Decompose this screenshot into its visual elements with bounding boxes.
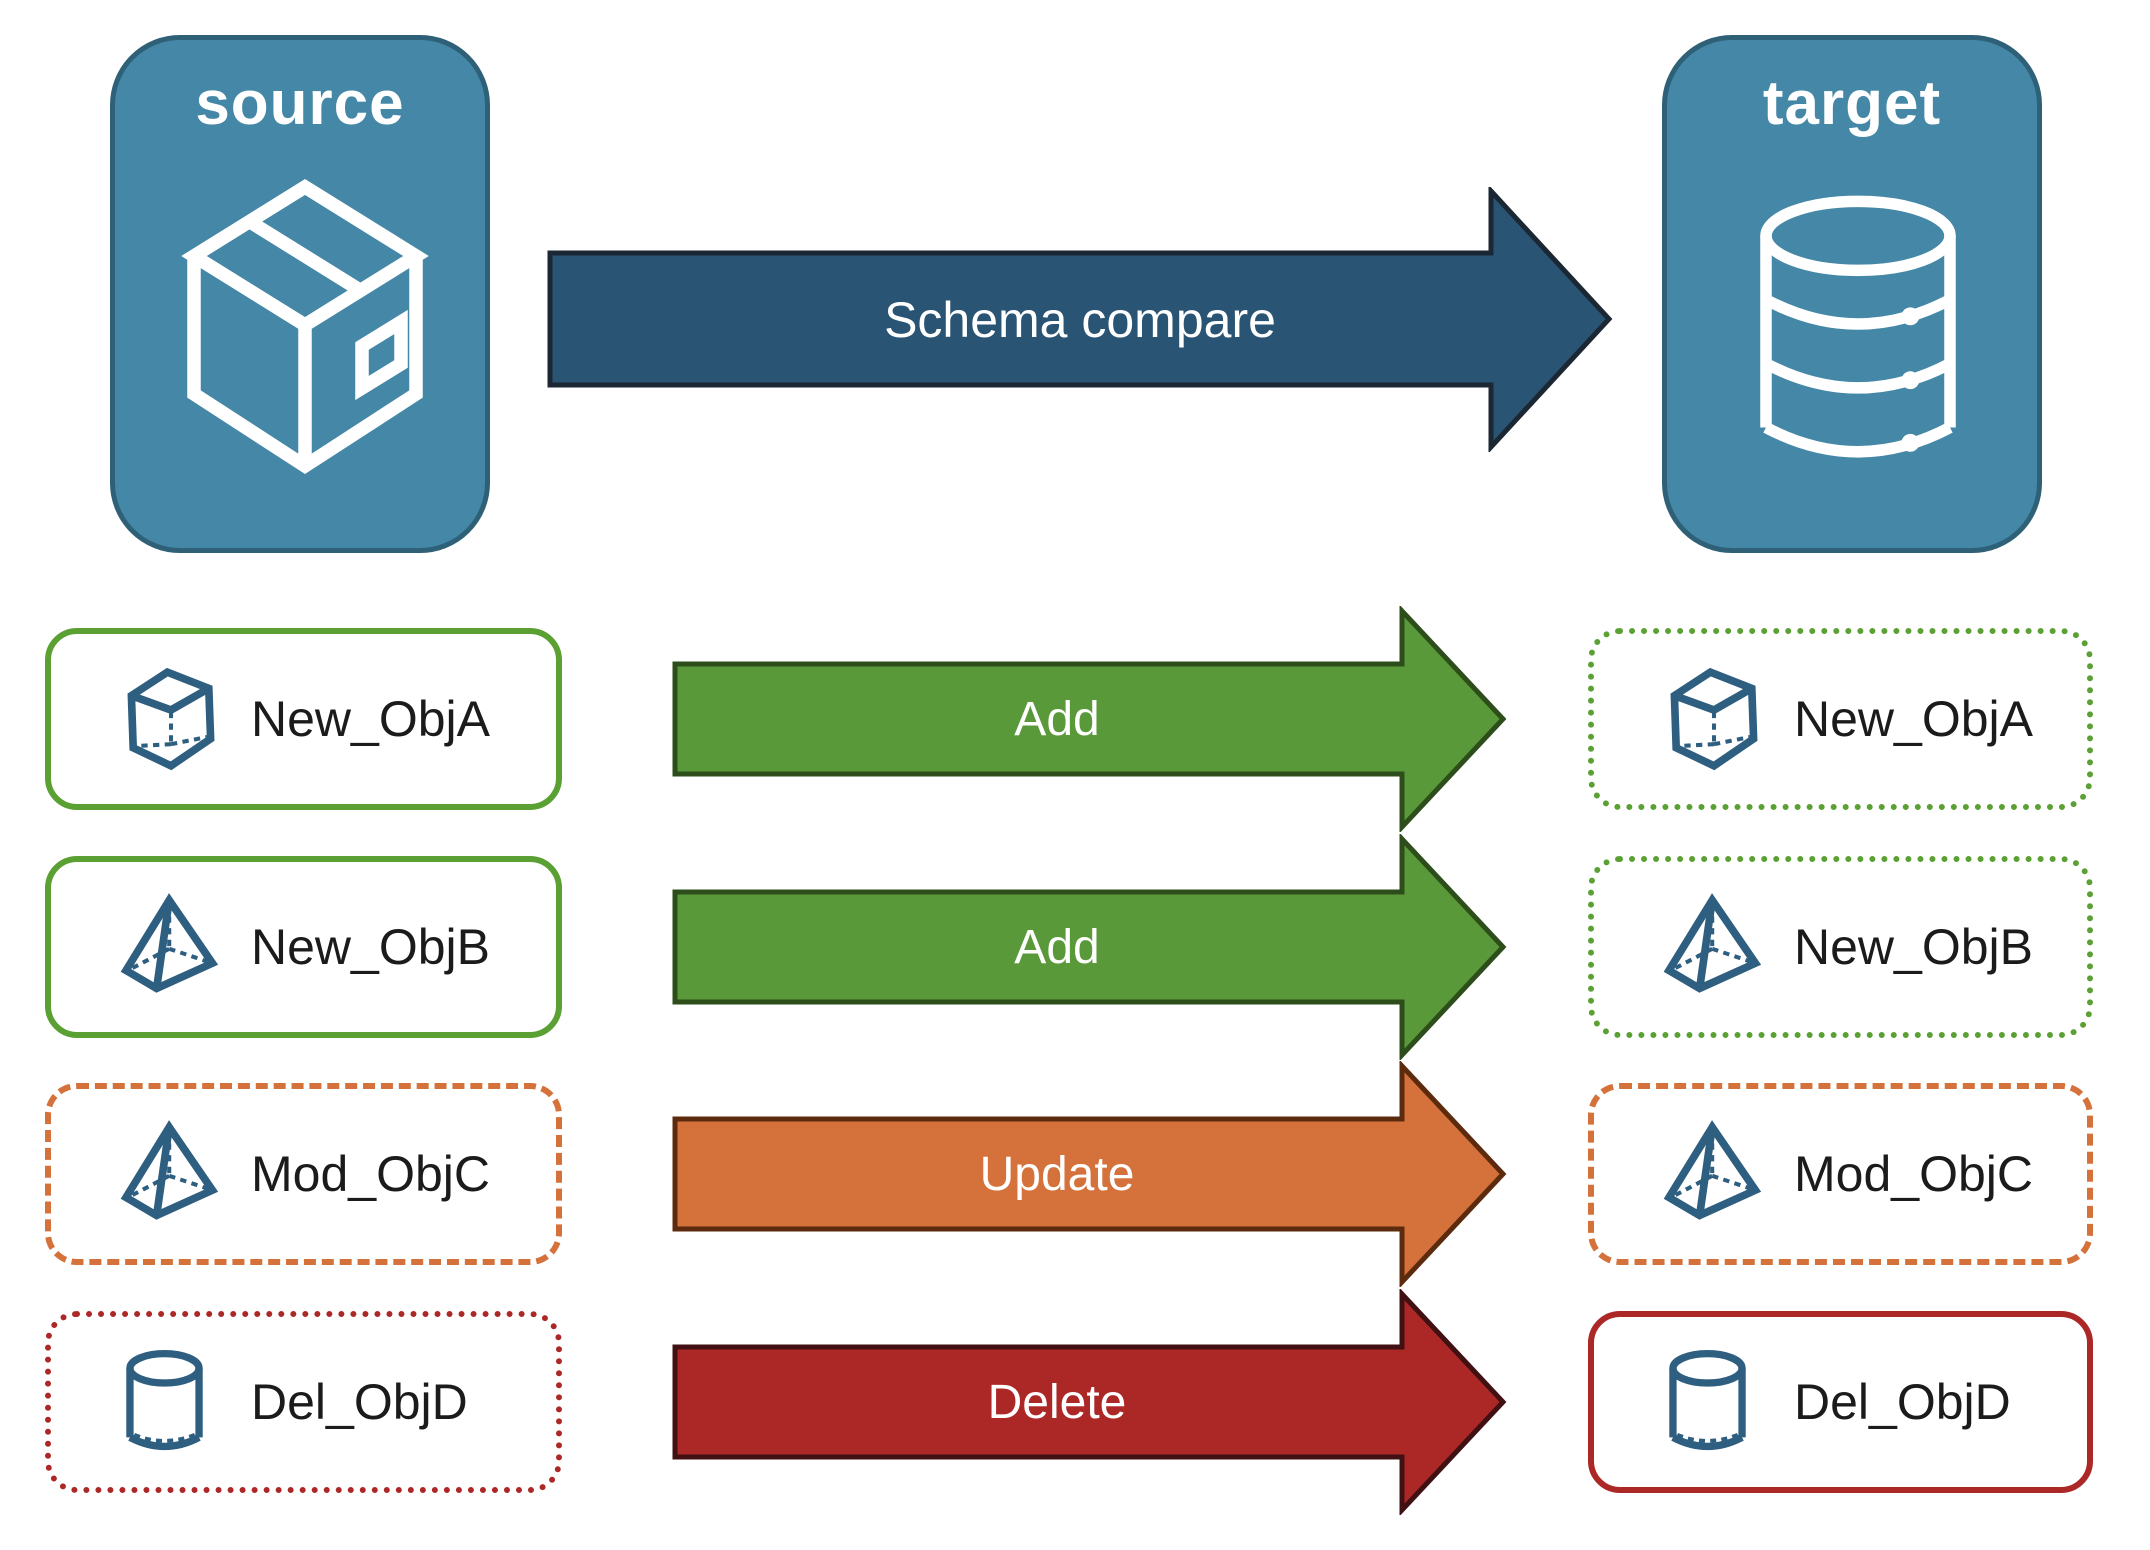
pyramid-icon <box>1663 893 1762 993</box>
object-label: New_ObjA <box>251 691 490 747</box>
cube-icon <box>127 667 215 771</box>
flow-arrow-label: Add <box>1014 920 1100 974</box>
object-label: Mod_ObjC <box>251 1146 490 1202</box>
object-label: Del_ObjD <box>1794 1374 2011 1430</box>
object-label: New_ObjB <box>1794 919 2033 975</box>
target-object-box-new-objb: New_ObjB <box>1588 856 2093 1038</box>
object-label: New_ObjA <box>1794 691 2033 747</box>
source-object-box-new-objb: New_ObjB <box>45 856 562 1038</box>
cylinder-icon <box>126 1349 203 1451</box>
target-object-box-del-objd: Del_ObjD <box>1588 1311 2093 1493</box>
cube-icon <box>1670 667 1758 771</box>
flow-arrow-add-1 <box>672 606 1507 832</box>
target-panel: target <box>1662 35 2042 553</box>
target-object-box-mod-objc: Mod_ObjC <box>1588 1083 2093 1265</box>
pyramid-icon <box>120 1120 219 1220</box>
flow-arrow-delete <box>672 1289 1507 1515</box>
schema-compare-arrow-label: Schema compare <box>884 292 1276 348</box>
flow-arrow-label: Add <box>1014 692 1100 746</box>
package-box-icon <box>181 179 429 475</box>
pyramid-icon <box>120 893 219 993</box>
flow-arrow-update <box>672 1061 1507 1287</box>
source-object-box-del-objd: Del_ObjD <box>45 1311 562 1493</box>
source-object-box-mod-objc: Mod_ObjC <box>45 1083 562 1265</box>
target-object-box-new-obja: New_ObjA <box>1588 628 2093 810</box>
source-panel: source <box>110 35 490 553</box>
database-icon <box>1760 195 1956 458</box>
flow-arrow-label: Update <box>979 1147 1135 1201</box>
flow-arrow-add-2 <box>672 834 1507 1060</box>
cylinder-icon <box>1669 1349 1746 1451</box>
flow-arrow-label: Delete <box>987 1375 1127 1429</box>
source-title: source <box>195 69 405 138</box>
schema-compare-arrow <box>547 187 1613 452</box>
object-label: Mod_ObjC <box>1794 1146 2033 1202</box>
source-object-box-new-obja: New_ObjA <box>45 628 562 810</box>
target-title: target <box>1762 69 1942 138</box>
object-label: New_ObjB <box>251 919 490 975</box>
pyramid-icon <box>1663 1120 1762 1220</box>
object-label: Del_ObjD <box>251 1374 468 1430</box>
